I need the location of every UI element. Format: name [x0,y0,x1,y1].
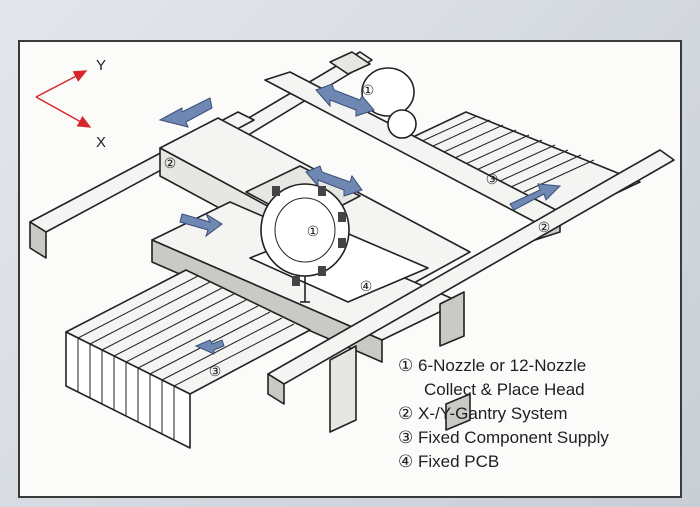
callout-3-left: ③ [209,363,222,379]
legend-item-4: ④ Fixed PCB [398,452,500,471]
axis-indicator: Y X [35,57,106,151]
placement-head-main [245,165,361,303]
arrow-upper-head [315,83,375,117]
callout-2-right: ② [538,219,551,235]
y-axis-label: Y [96,57,106,74]
arrow-main-head [305,165,363,197]
callouts: ① ① ② ② ③ ③ ④ [164,82,551,379]
arrow-gantry-x-left [158,97,213,128]
legend-item-1-cont: Collect & Place Head [424,380,585,399]
arrow-gantry-y [179,212,223,238]
legend-item-3: ③ Fixed Component Supply [398,428,609,447]
legend-item-1: ① 6-Nozzle or 12-Nozzle [398,356,587,375]
y-axis-arrow [35,70,88,98]
callout-2-left: ② [164,155,177,171]
arrow-feeder [194,339,225,355]
legend-item-2: ② X-/Y-Gantry System [398,404,568,423]
arrow-gantry-right [509,183,562,211]
legend: ① 6-Nozzle or 12-Nozzle Collect & Place … [398,354,609,474]
component-supply-left [65,269,311,449]
motion-arrows [158,83,562,355]
callout-1-main: ① [307,223,320,239]
x-axis-arrow [35,96,92,128]
callout-4: ④ [360,278,373,294]
component-supply-right [395,111,641,217]
x-axis-label: X [96,134,106,151]
callout-3-right: ③ [486,171,499,187]
callout-1-upper: ① [362,82,375,98]
placement-head-upper [329,51,417,139]
